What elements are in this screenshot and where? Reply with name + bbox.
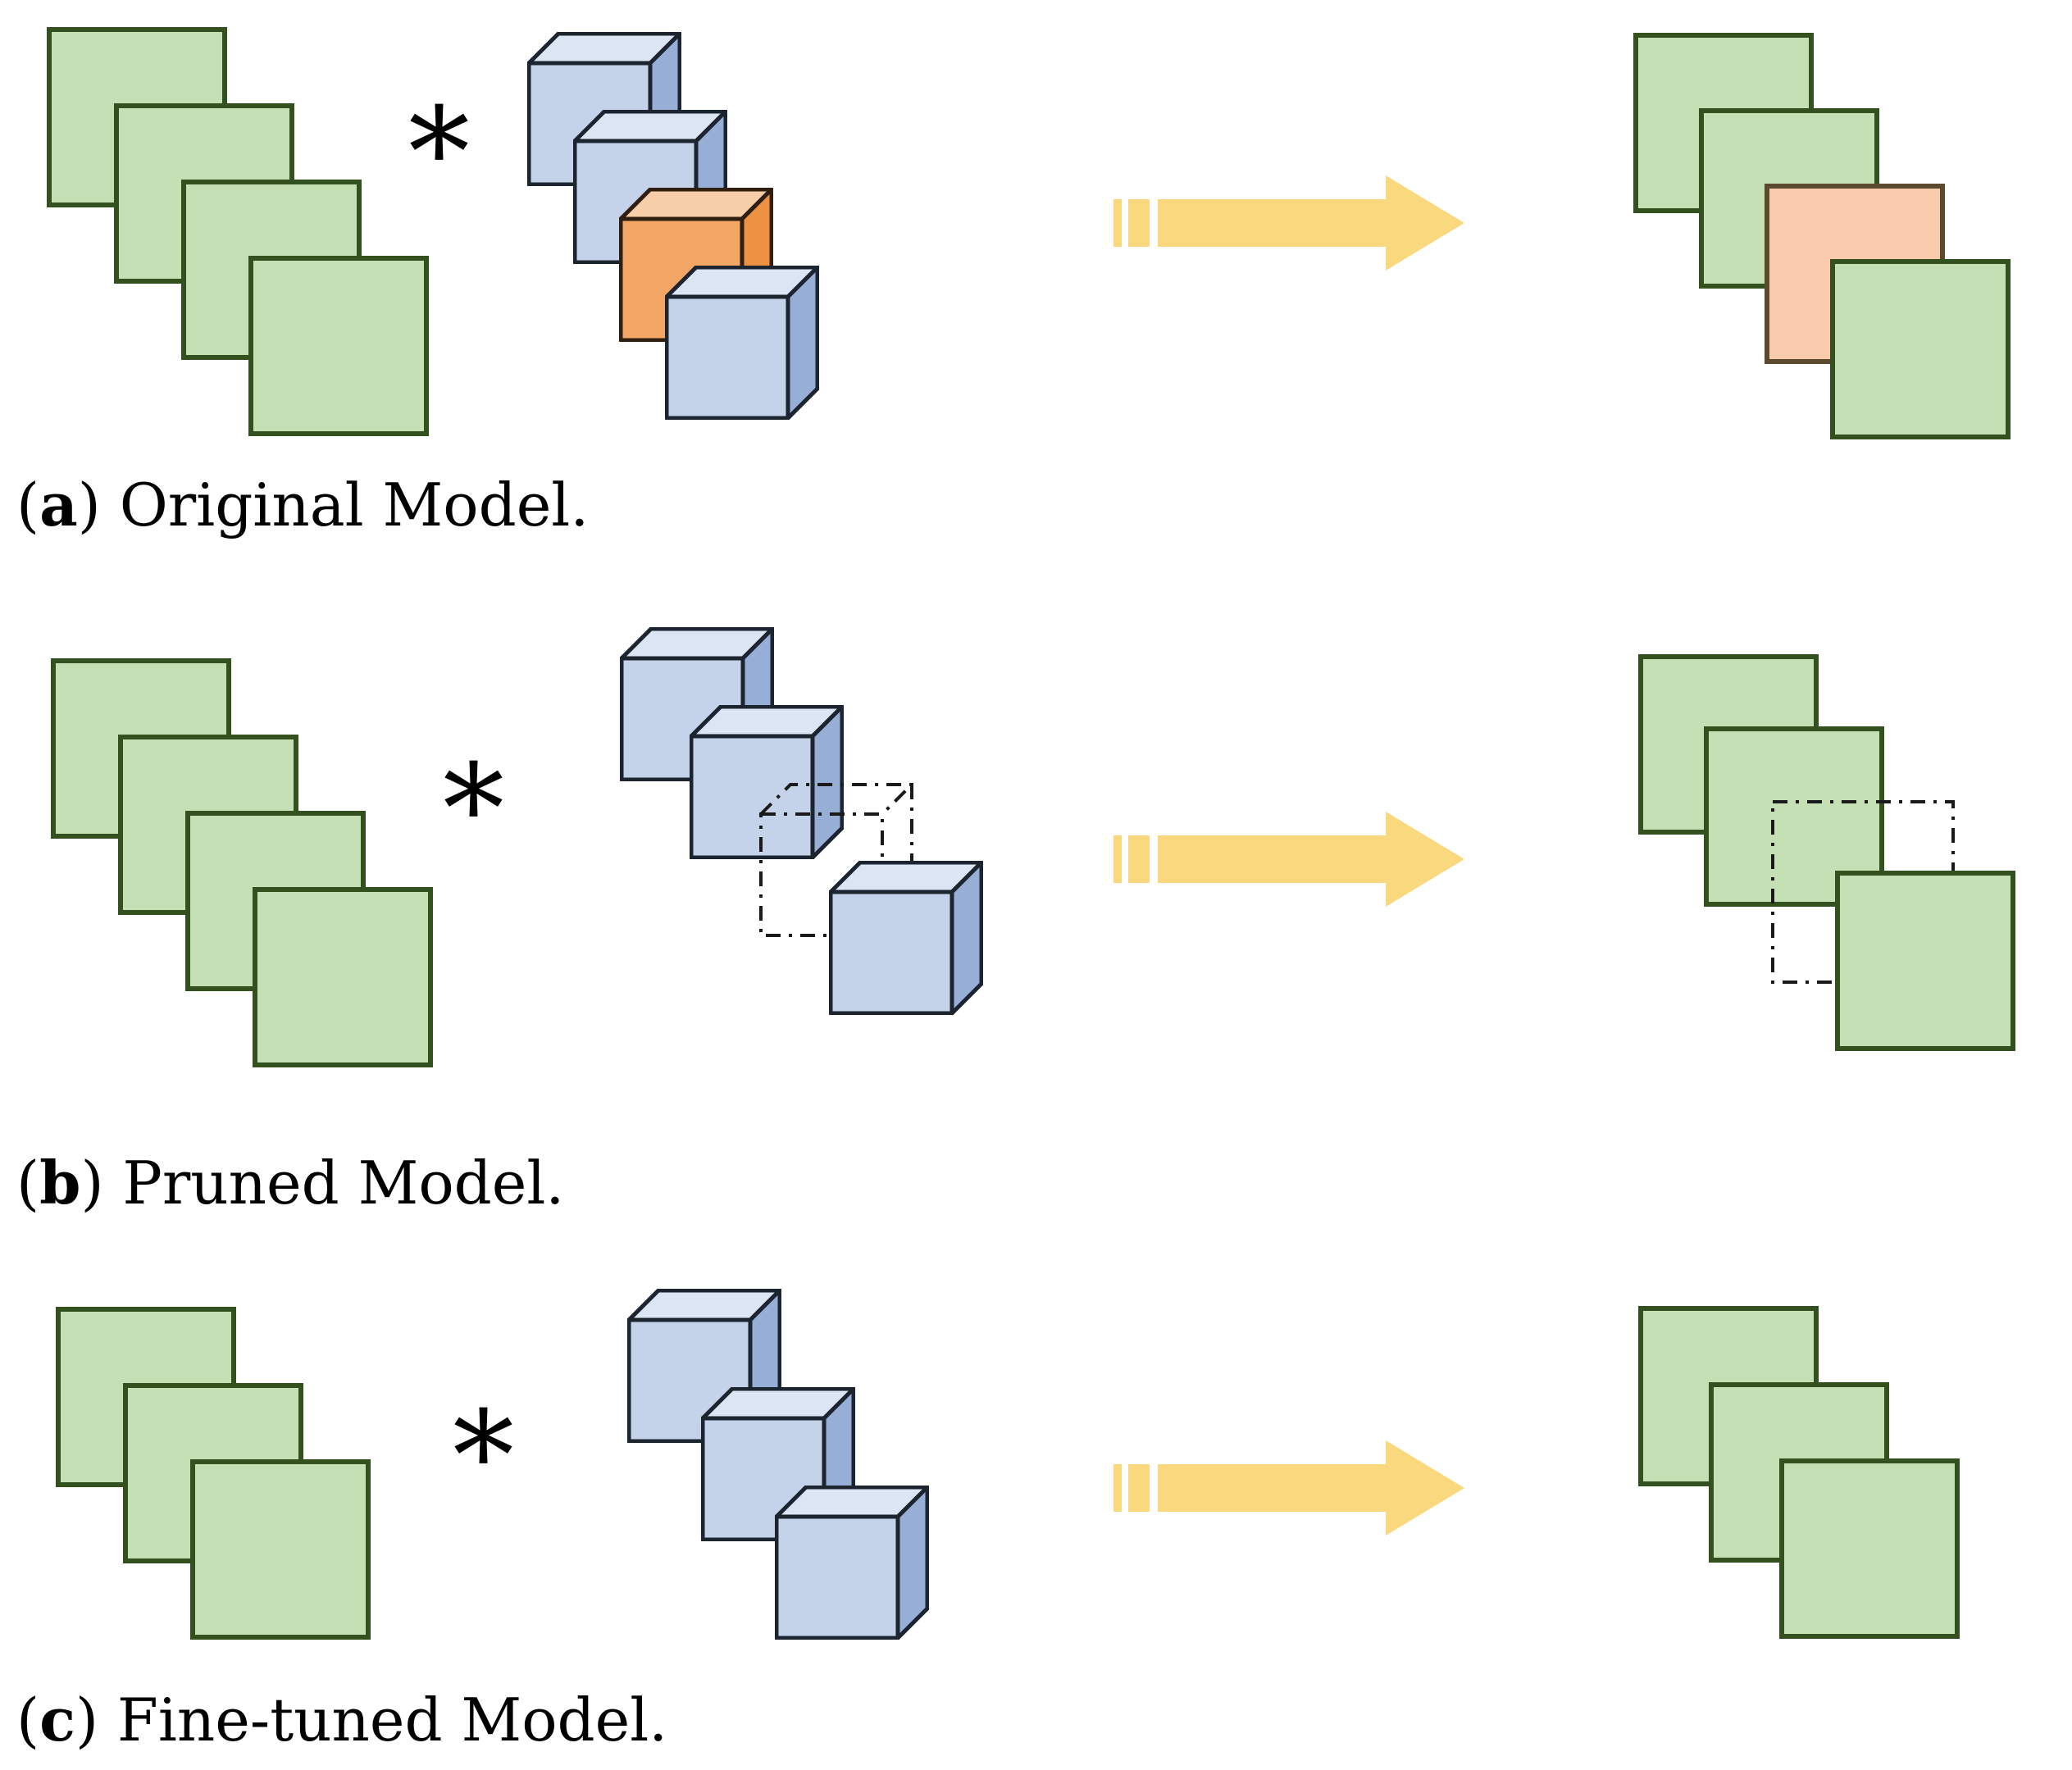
- caption-cap-text: Original Model.: [100, 471, 590, 539]
- caption-cap-letter: c: [39, 1685, 75, 1754]
- caption-cap-letter: b: [39, 1148, 81, 1217]
- panel-b: * (b) Pruned Model.: [0, 627, 2072, 1279]
- caption-cap-close: ): [80, 1149, 104, 1217]
- caption-cap-close: ): [77, 471, 101, 539]
- panel-c: * (c) Fine-tuned Model.: [0, 1279, 2072, 1770]
- caption-cap-close: ): [75, 1686, 99, 1754]
- feature-map-green: [1779, 1458, 1960, 1639]
- feature-map-green: [248, 256, 429, 436]
- transform-arrow: [1113, 810, 1464, 908]
- caption-cap-open: (: [16, 471, 40, 539]
- right-arrow-icon: [1113, 1440, 1464, 1536]
- filter-cube-blue: [829, 861, 983, 1015]
- caption-cap-letter: a: [39, 470, 78, 539]
- caption-c: (c) Fine-tuned Model.: [16, 1686, 667, 1754]
- caption-cap-open: (: [16, 1686, 40, 1754]
- caption-cap-open: (: [16, 1149, 40, 1217]
- feature-map-green: [1835, 871, 2015, 1051]
- convolution-operator: *: [453, 1386, 514, 1528]
- filter-cube-icon: [775, 1486, 929, 1640]
- caption-b: (b) Pruned Model.: [16, 1149, 564, 1217]
- right-arrow-icon: [1113, 175, 1464, 271]
- caption-a: (a) Original Model.: [16, 471, 589, 539]
- right-arrow-icon: [1113, 812, 1464, 907]
- transform-arrow: [1113, 1439, 1464, 1537]
- feature-map-green: [1830, 259, 2011, 439]
- filter-cube-icon: [665, 266, 819, 420]
- feature-map-green: [253, 887, 433, 1067]
- transform-arrow: [1113, 174, 1464, 272]
- caption-cap-text: Pruned Model.: [103, 1149, 565, 1217]
- filter-cube-icon: [829, 861, 983, 1015]
- feature-map-green: [190, 1459, 371, 1640]
- filter-cube-blue: [690, 705, 844, 859]
- convolution-operator: *: [408, 82, 470, 225]
- panel-a: * (a) Original Model.: [0, 0, 2072, 623]
- convolution-operator: *: [443, 739, 504, 881]
- filter-cube-blue: [665, 266, 819, 420]
- filter-cube-icon: [690, 705, 844, 859]
- caption-cap-text: Fine-tuned Model.: [98, 1686, 668, 1754]
- filter-cube-blue: [775, 1486, 929, 1640]
